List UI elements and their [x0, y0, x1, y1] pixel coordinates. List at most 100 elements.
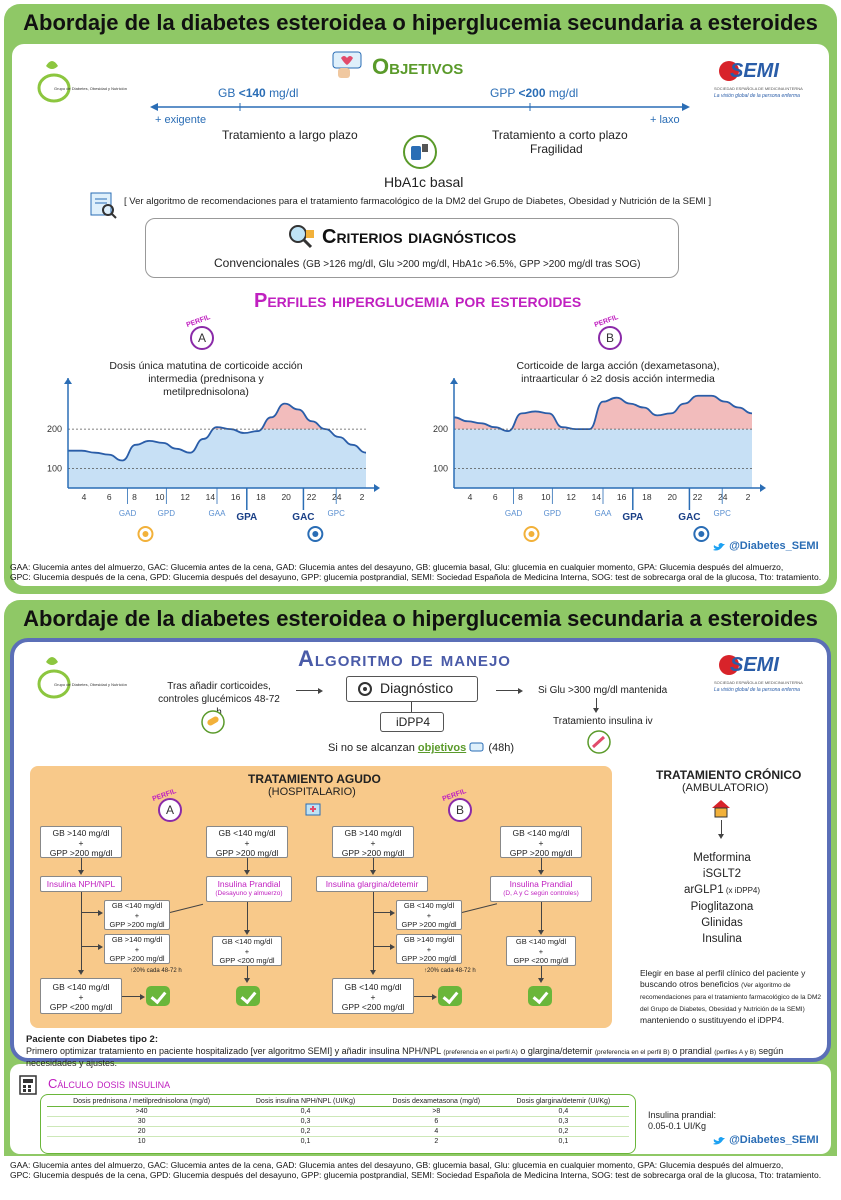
a1-branch-2: [81, 946, 99, 947]
gpp-unit: mg/dl: [548, 86, 579, 100]
x-tick-label: 2: [360, 492, 365, 502]
line-diag-to-idpp4: [411, 702, 412, 712]
corto-plazo: Tratamiento a corto plazo: [492, 128, 628, 142]
elegir-2: (Ver algoritmo de recomendaciones para e…: [640, 982, 822, 1013]
gb-value: <140: [238, 86, 266, 100]
clock-center: [142, 531, 149, 537]
x-tick-label: 16: [617, 492, 627, 502]
prandial-dose-2: 0.05-0.1 UI/Kg: [648, 1121, 707, 1131]
dose-header-cell: Dosis prednisona / metilprednisolona (mg…: [47, 1097, 237, 1107]
a2-arrow-3: [244, 978, 250, 983]
paciente-3: o glargina/detemir: [520, 1046, 593, 1056]
paciente-title: Paciente con Diabetes tipo 2:: [26, 1034, 158, 1045]
marker-label: GAD: [119, 509, 137, 518]
dose-cell: 0,2: [497, 1126, 629, 1137]
b2-arrow-1: [538, 870, 544, 875]
top-title: Abordaje de la diabetes esteroidea o hip…: [23, 10, 818, 35]
gdon-logo: Grupo de Diabetes, Obesidad y Nutrición: [32, 52, 132, 112]
dose-cell: 6: [374, 1116, 498, 1127]
marker-label: GAC: [678, 512, 700, 523]
b1-gb: GB >140 mg/dl: [344, 828, 402, 838]
x-tick-label: 6: [493, 492, 498, 502]
prandial-dose-1: Insulina prandial:: [648, 1110, 717, 1120]
b2-line-1: [541, 858, 542, 872]
a2m-gb: GB <140 mg/dl: [221, 937, 273, 946]
a1b2-gpp: GPP >200 mg/dl: [109, 954, 165, 963]
prandial-b-sub: (D, A y C según controles): [503, 890, 579, 897]
gpp-label: GPP: [490, 86, 516, 100]
perfil-a-badge: A: [190, 326, 214, 350]
perfiles-heading: Perfiles hiperglucemia por esteroides: [254, 290, 582, 312]
a1e-gpp: GPP <200 mg/dl: [49, 1002, 113, 1012]
a1-start: GB >140 mg/dl + GPP >200 mg/dl: [40, 826, 122, 858]
gb-label: GB: [218, 86, 236, 100]
a2-gpp: GPP >200 mg/dl: [215, 848, 279, 858]
gb-unit: mg/dl: [269, 86, 299, 100]
a1b1-gpp: GPP >200 mg/dl: [109, 920, 165, 929]
perfil-b-badge-bottom: B: [448, 798, 472, 822]
dose-cell: >40: [47, 1106, 237, 1117]
x-tick-label: 18: [642, 492, 652, 502]
b2-start: GB <140 mg/dl + GPP >200 mg/dl: [500, 826, 582, 858]
gdon-logo-bottom-text: Grupo de Diabetes, Obesidad y Nutrición: [54, 682, 127, 687]
x-tick-label: 20: [667, 492, 677, 502]
dose-cell: 0,3: [236, 1116, 375, 1127]
b1e-plus: +: [370, 992, 376, 1002]
cronico-item: Pioglitazona: [690, 901, 754, 913]
syringe-icon: [587, 730, 611, 754]
a1-gpp: GPP >200 mg/dl: [49, 848, 113, 858]
marker-label: GAC: [292, 512, 314, 523]
b1b1-plus: +: [426, 910, 432, 920]
b1b2-gpp: GPP >200 mg/dl: [401, 954, 457, 963]
a1-check-arrow: [140, 994, 145, 1000]
b2-arrow-2: [538, 930, 544, 935]
a2-line-1: [247, 858, 248, 872]
x-tick-label: 24: [332, 492, 342, 502]
x-tick-label: 16: [231, 492, 241, 502]
b1-branch-arrow-2: [390, 944, 395, 950]
semi-word: SEMI: [730, 60, 779, 82]
gb-target: GB <140 mg/dl: [218, 86, 298, 100]
dose-table-header: Dosis prednisona / metilprednisolona (mg…: [47, 1097, 629, 1107]
pills-icon: [201, 710, 225, 734]
diagnostico-label: Diagnóstico: [380, 680, 454, 696]
b2-gpp: GPP >200 mg/dl: [509, 848, 573, 858]
si-no-text-2: (48h): [488, 742, 515, 754]
twitter-icon-bottom: [713, 1136, 725, 1145]
a1-line-1: [81, 858, 82, 872]
b1-to-check: [414, 996, 432, 997]
gpp-value: <200: [518, 86, 546, 100]
twitter-handle-top: @Diabetes_SEMI: [712, 540, 819, 552]
mas-laxo: + laxo: [650, 114, 680, 126]
y-axis-arrow: [450, 378, 458, 384]
a2-mid: GB <140 mg/dl + GPP <200 mg/dl: [212, 936, 282, 966]
a1-branch-box-2: GB >140 mg/dl + GPP >200 mg/dl: [104, 934, 170, 964]
objetivos-heading: Objetivos: [372, 54, 464, 79]
b2m-gpp: GPP <200 mg/dl: [513, 956, 569, 965]
a1-end: GB <140 mg/dl + GPP <200 mg/dl: [40, 978, 122, 1014]
dose-cell: 0,3: [497, 1116, 629, 1127]
criterios-line: Convencionales (GB >126 mg/dl, Glu >200 …: [214, 256, 641, 270]
area-below-threshold: [68, 429, 366, 488]
a2-gb: GB <140 mg/dl: [218, 828, 276, 838]
cronico-sub: (AMBULATORIO): [682, 782, 769, 794]
bottom-title: Abordaje de la diabetes esteroidea o hip…: [23, 606, 818, 631]
a1b1-gb: GB <140 mg/dl: [111, 901, 163, 910]
x-tick-label: 24: [718, 492, 728, 502]
cronico-arrow: [718, 834, 724, 839]
area-above-threshold: [454, 395, 752, 430]
semi-logo-bottom: SEMI SOCIEDAD ESPAÑOLA DE MEDICINA INTER…: [712, 652, 812, 702]
y-tick-label: 100: [433, 463, 448, 473]
dose-cell: 2: [374, 1136, 498, 1146]
agudo-sub: (HOSPITALARIO): [268, 786, 356, 798]
x-tick-label: 14: [206, 492, 216, 502]
dose-cell: 20: [47, 1126, 237, 1137]
a2-plus: +: [244, 838, 250, 848]
marker-label: GAD: [505, 509, 523, 518]
b1e-gb: GB <140 mg/dl: [344, 982, 402, 992]
b1-arrow-2: [370, 970, 376, 975]
a1-arrow-2: [78, 970, 84, 975]
line-si-glu: [596, 698, 597, 708]
